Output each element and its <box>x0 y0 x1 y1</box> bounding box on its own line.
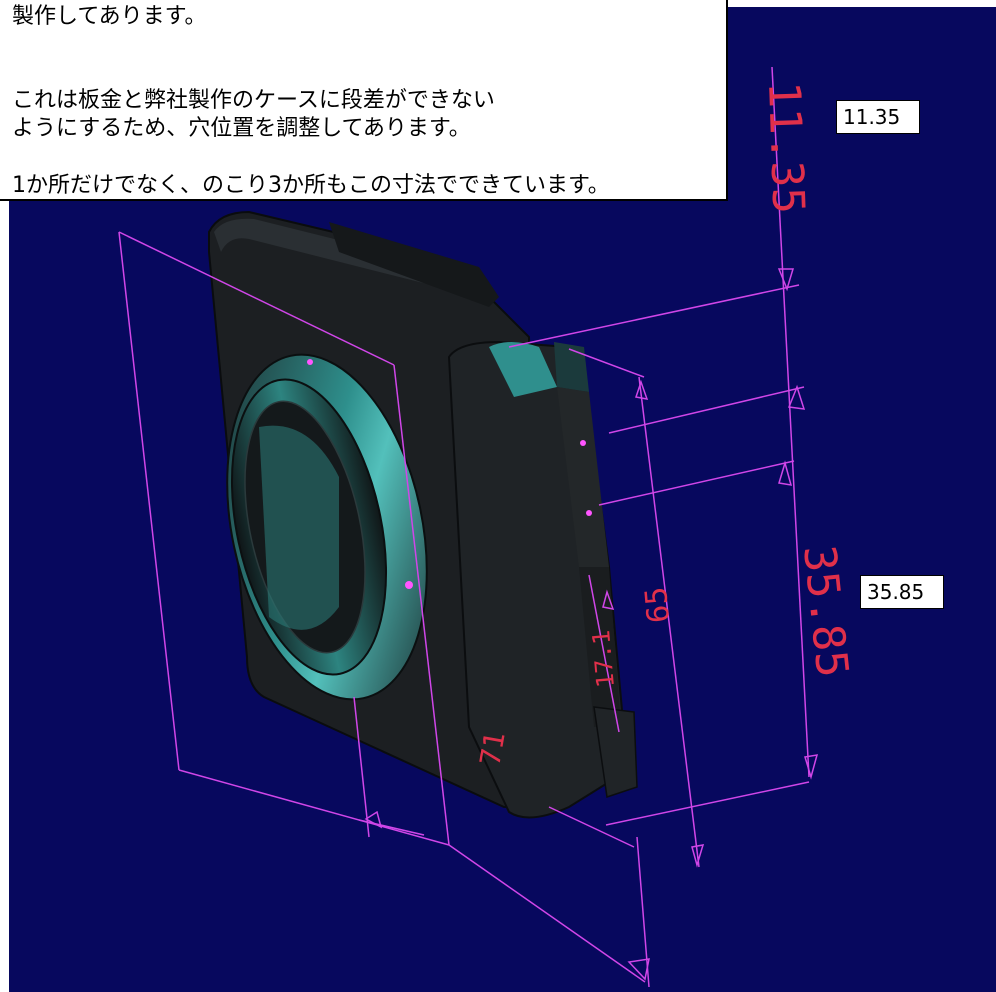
dim-text-inner: 17.1 <box>587 629 620 689</box>
dim-text-bottom: 71 <box>473 729 511 768</box>
dimension-arrows <box>364 268 819 981</box>
note-line-2: これは板金と弊社製作のケースに段差ができない <box>12 88 495 113</box>
explanation-note: 製作してあります。 これは板金と弊社製作のケースに段差ができない ようにするため… <box>0 0 728 201</box>
point-markers <box>307 359 592 589</box>
callout-upper-dimension: 11.35 <box>836 100 920 134</box>
dimension-lines <box>118 66 810 988</box>
dim-text-top: 11.35 <box>758 81 814 215</box>
dim-text-vertical: 65 <box>639 585 677 624</box>
cad-scene: 11.35 35.85 65 17.1 71 <box>118 66 858 988</box>
note-line-4: 1か所だけでなく、のこり3か所もこの寸法でできています。 <box>12 173 610 198</box>
callout-lower-dimension: 35.85 <box>860 575 944 609</box>
note-line-1: 製作してあります。 <box>12 4 207 29</box>
lens-ring <box>226 353 428 701</box>
note-line-3: ようにするため、穴位置を調整してあります。 <box>12 116 471 141</box>
